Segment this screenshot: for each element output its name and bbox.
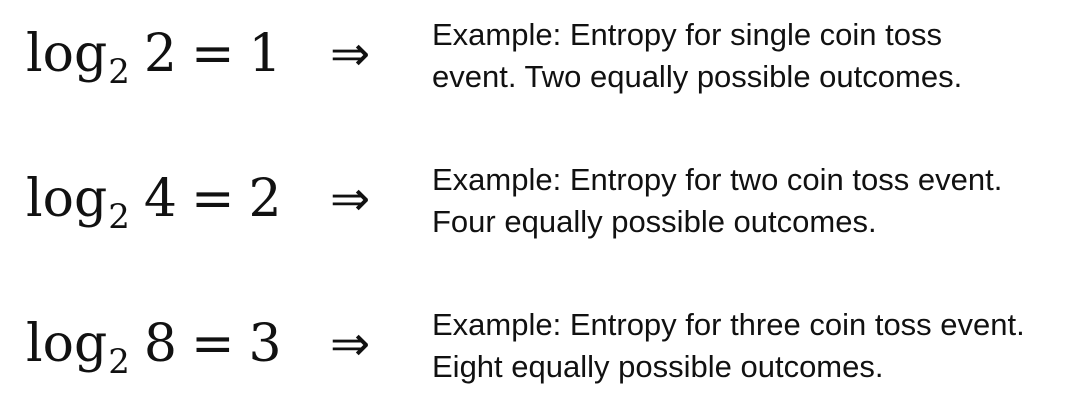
description-line: event. Two equally possible outcomes. — [432, 59, 963, 94]
implies-arrow-icon: ⇒ — [330, 26, 371, 82]
example-description-3: Example: Entropy for three coin toss eve… — [432, 304, 1025, 388]
description-line: Eight equally possible outcomes. — [432, 349, 884, 384]
log-function: log — [26, 24, 108, 84]
log-argument: 4 — [143, 169, 177, 229]
implies-arrow-icon: ⇒ — [330, 316, 371, 372]
log-function: log — [26, 169, 108, 229]
description-line: Example: Entropy for two coin toss event… — [432, 162, 1003, 197]
description-line: Example: Entropy for single coin toss — [432, 17, 943, 52]
example-description-2: Example: Entropy for two coin toss event… — [432, 159, 1002, 243]
log-base: 2 — [108, 52, 130, 92]
log-result: 3 — [248, 314, 282, 374]
description-line: Example: Entropy for three coin toss eve… — [432, 307, 1025, 342]
log-base: 2 — [108, 342, 130, 382]
log-result: 1 — [248, 24, 282, 84]
log-result: 2 — [248, 169, 282, 229]
equals-sign: = — [190, 169, 235, 229]
log-function: log — [26, 314, 108, 374]
log-argument: 8 — [143, 314, 177, 374]
implies-arrow-icon: ⇒ — [330, 171, 371, 227]
log-argument: 2 — [143, 24, 177, 84]
log-base: 2 — [108, 197, 130, 237]
example-description-1: Example: Entropy for single coin toss ev… — [432, 14, 962, 98]
description-line: Four equally possible outcomes. — [432, 204, 877, 239]
equals-sign: = — [190, 314, 235, 374]
equals-sign: = — [190, 24, 235, 84]
